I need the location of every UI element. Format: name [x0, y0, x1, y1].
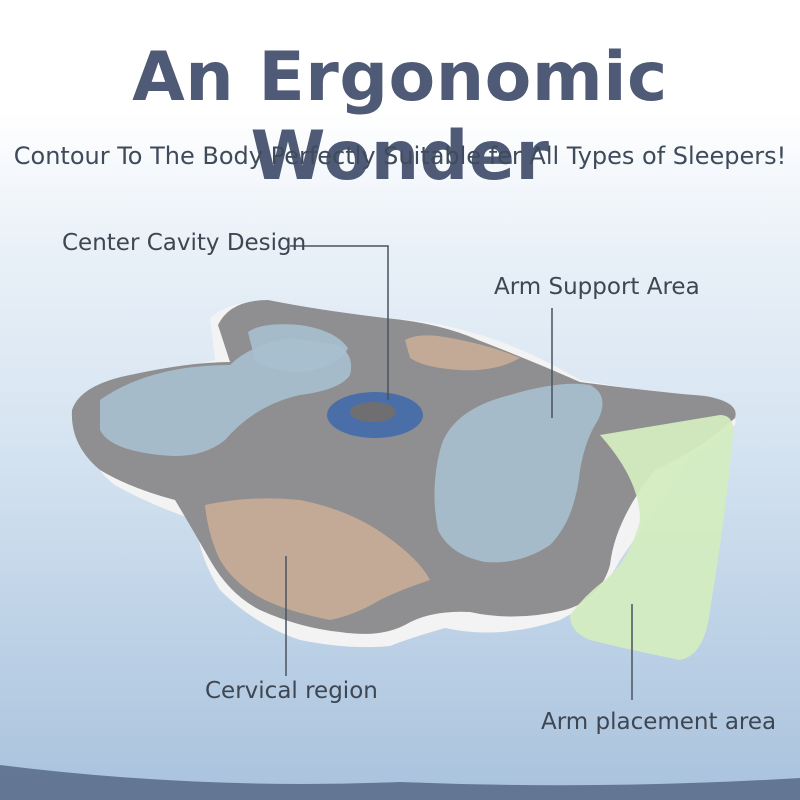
zone-tan-top: [405, 335, 520, 371]
cavity-inner: [350, 402, 396, 422]
zone-arm-support: [434, 383, 603, 563]
bottom-shadow: [0, 765, 800, 800]
label-cervical: Cervical region: [205, 678, 378, 704]
zone-cervical: [205, 498, 430, 620]
page-subtitle: Contour To The Body Perfectly Suitable f…: [13, 142, 787, 170]
label-center-cavity: Center Cavity Design: [62, 230, 307, 256]
zone-arm-placement: [570, 415, 734, 660]
page-title: An Ergonomic Wonder: [132, 38, 668, 196]
zone-left-lobe: [248, 324, 348, 372]
label-arm-support: Arm Support Area: [494, 274, 700, 300]
leader-center-cavity: [290, 245, 389, 400]
label-arm-placement: Arm placement area: [541, 709, 777, 735]
